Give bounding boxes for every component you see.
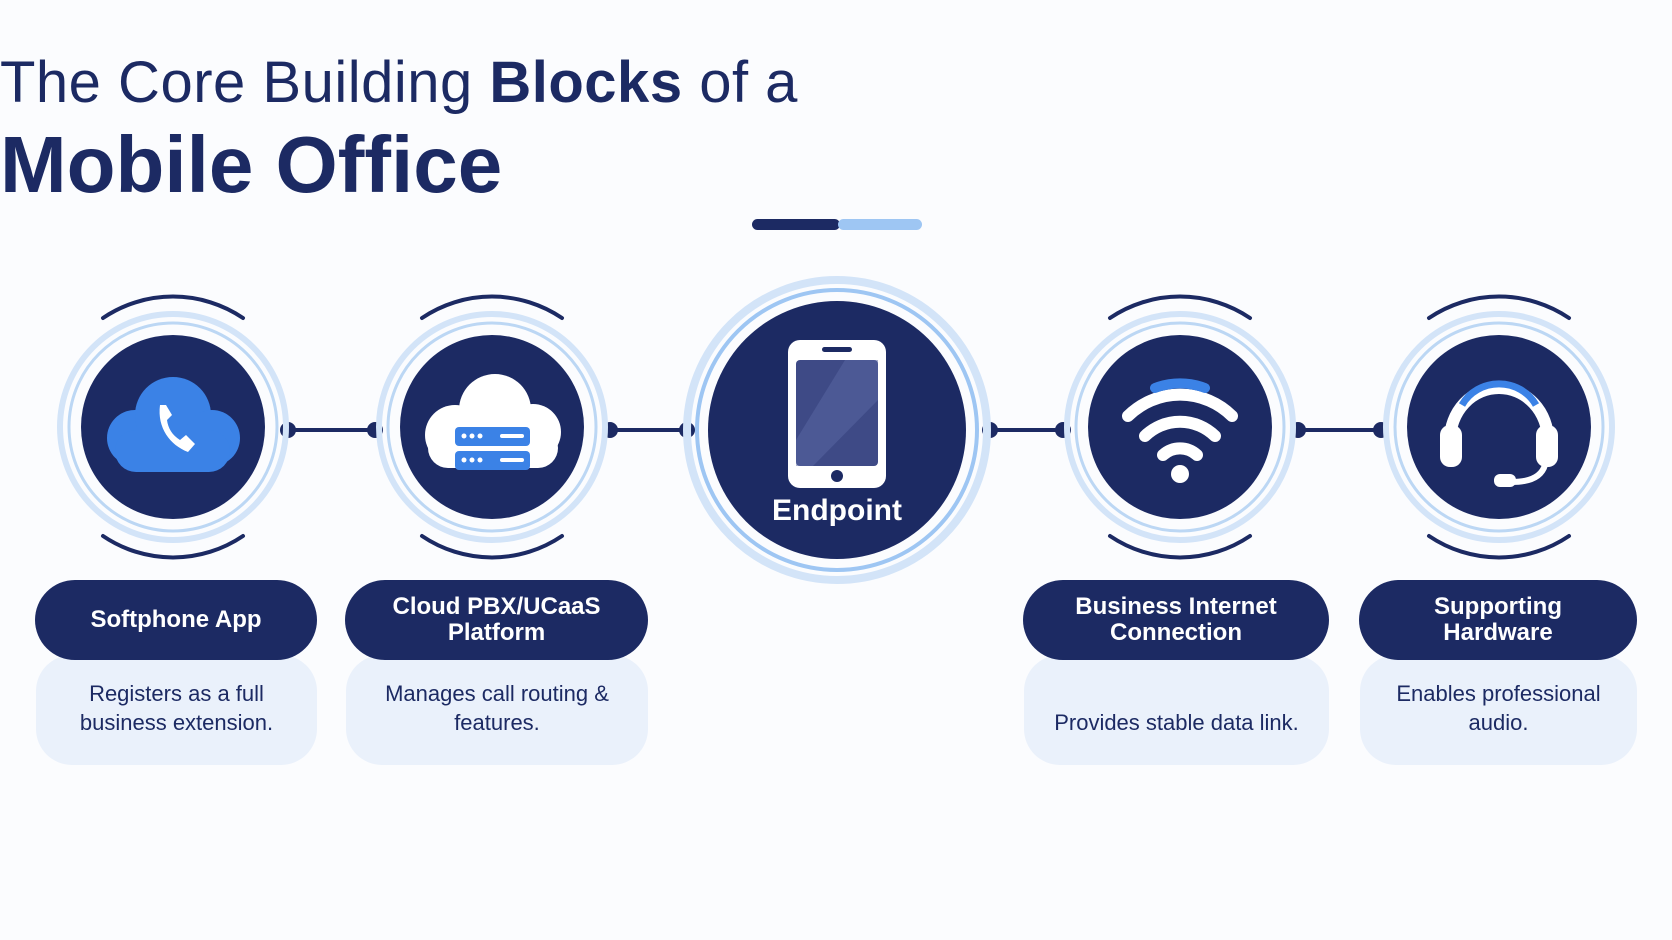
title-bold-word: Blocks — [489, 50, 683, 115]
signal-arc-bottom — [1427, 534, 1571, 560]
underline-dark-segment — [752, 219, 840, 230]
node-internet — [1064, 294, 1296, 560]
signal-arc-top — [101, 294, 245, 320]
block-title-internet: Business Internet Connection — [1023, 580, 1329, 660]
signal-arc-bottom — [101, 534, 245, 560]
node-hardware — [1383, 294, 1615, 560]
node-softphone — [57, 294, 289, 560]
endpoint-label: Endpoint — [772, 494, 902, 527]
headset-icon — [1440, 380, 1558, 487]
signal-arc-top — [420, 294, 564, 320]
block-title-cloud-pbx: Cloud PBX/UCaaS Platform — [345, 580, 648, 660]
block-desc-softphone: Registers as a full business extension. — [36, 655, 317, 765]
signal-arc-bottom — [1108, 534, 1252, 560]
block-title-softphone: Softphone App — [35, 580, 317, 660]
smartphone-icon — [788, 340, 886, 488]
signal-arc-top — [1108, 294, 1252, 320]
underline-light-segment — [838, 219, 922, 230]
title-underline-accent — [752, 219, 922, 230]
node-cloud-pbx — [376, 294, 608, 560]
title-part-1: The Core Building — [0, 50, 490, 115]
cloud-server-icon — [425, 374, 561, 470]
title-line-2: Mobile Office — [0, 120, 503, 209]
node-endpoint — [683, 276, 991, 584]
block-title-hardware: Supporting Hardware — [1359, 580, 1637, 660]
block-desc-hardware: Enables professional audio. — [1360, 655, 1637, 765]
block-desc-cloud-pbx: Manages call routing & features. — [346, 655, 648, 765]
block-desc-internet: Provides stable data link. — [1024, 655, 1329, 765]
signal-arc-top — [1427, 294, 1571, 320]
title-part-2: of a — [682, 50, 798, 115]
signal-arc-bottom — [420, 534, 564, 560]
wifi-icon — [1122, 378, 1238, 483]
title-line-1: The Core Building Blocks of a — [0, 48, 1672, 118]
cloud-phone-icon — [107, 377, 240, 472]
